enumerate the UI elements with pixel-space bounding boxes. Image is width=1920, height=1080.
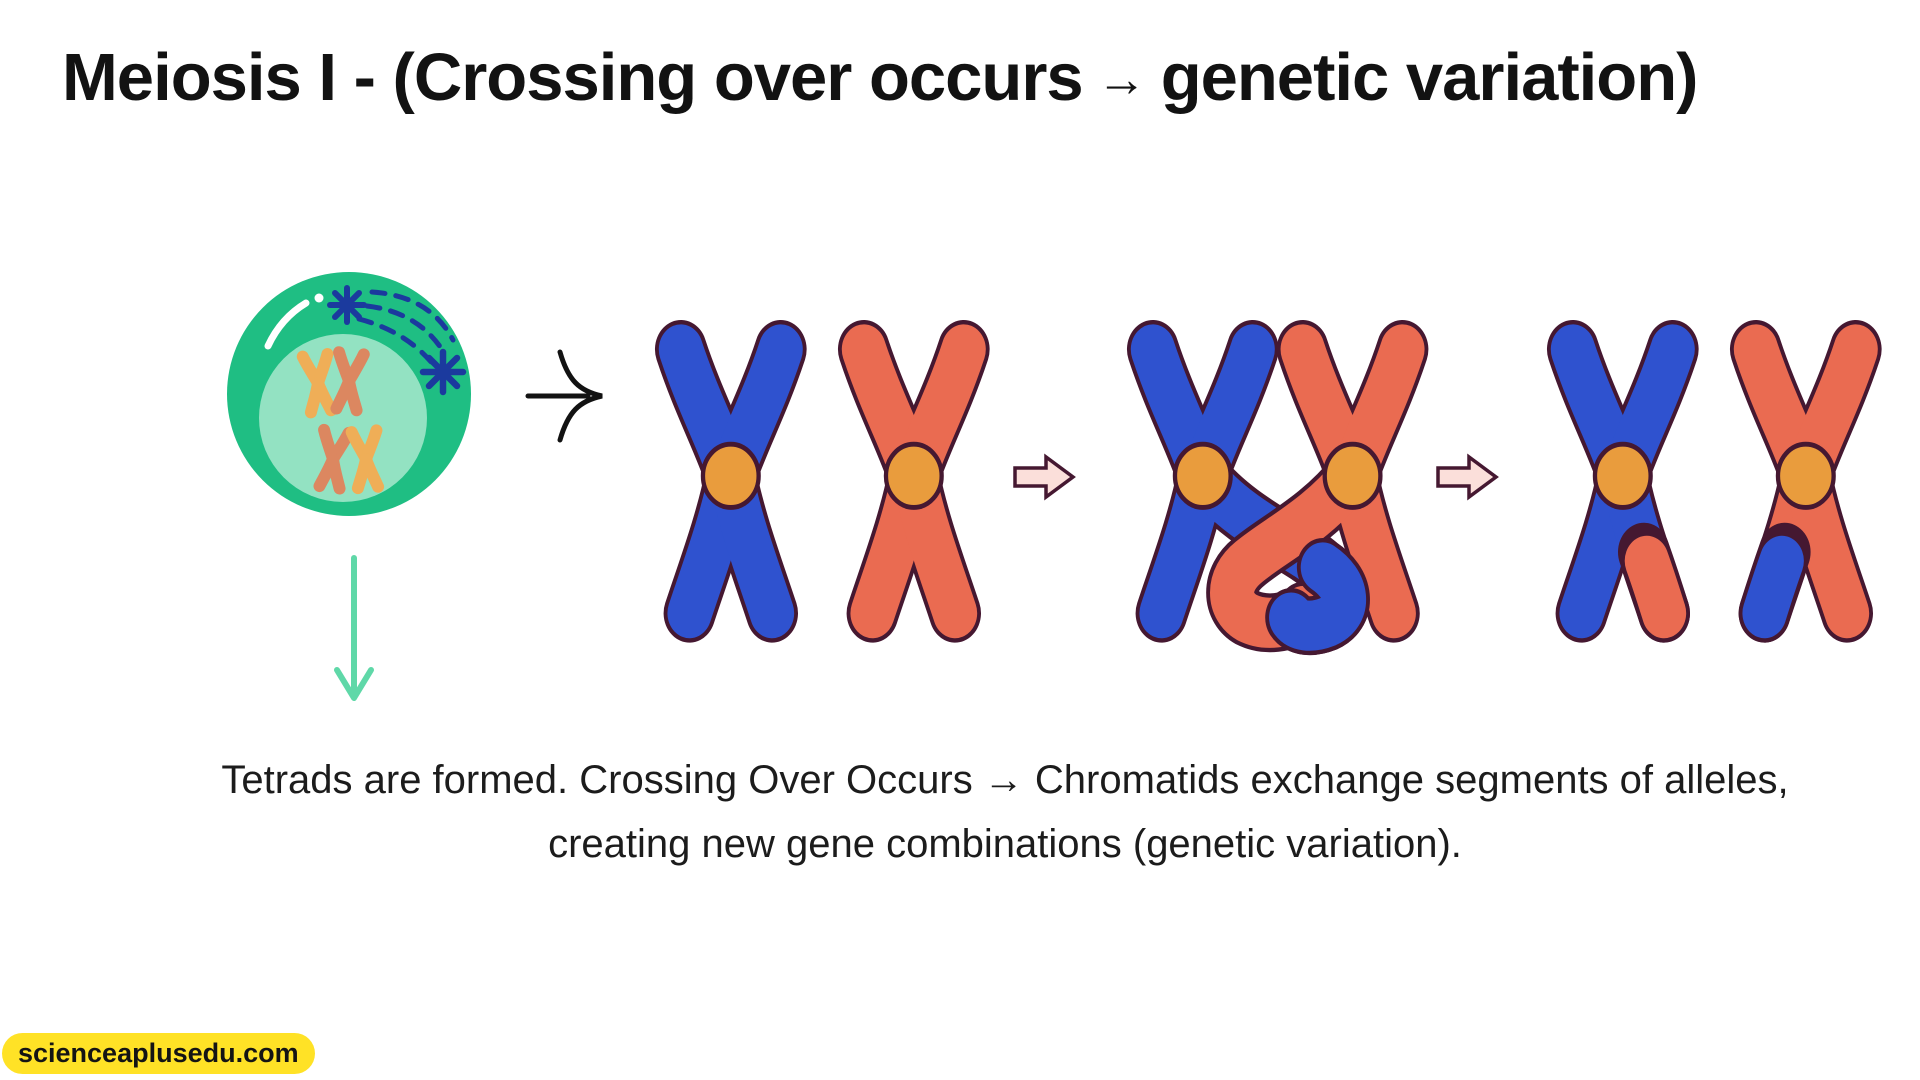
spindle-icon xyxy=(327,285,467,396)
pink-arrow-icon xyxy=(1436,453,1499,501)
down-arrow-icon xyxy=(334,555,374,701)
spindle-fibers xyxy=(356,289,456,366)
red-centromere xyxy=(1322,441,1383,510)
cell-highlight xyxy=(264,299,310,350)
cell-nucleus xyxy=(259,334,427,502)
blue-chromosome xyxy=(681,349,781,613)
tetrad-stage xyxy=(681,349,964,613)
caption: Tetrads are formed. Crossing Over Occurs… xyxy=(90,748,1920,876)
spindle-aster-right xyxy=(419,348,467,396)
transition-arrow-icon xyxy=(525,349,603,443)
exchanged-red-segment xyxy=(1618,522,1691,643)
recombined-stage xyxy=(1573,349,1856,643)
page-title: Meiosis I - (Crossing over occurs→geneti… xyxy=(62,40,1699,119)
caption-line-1: Tetrads are formed. Crossing Over Occurs… xyxy=(221,758,1789,802)
red-chromosome xyxy=(864,349,964,613)
watermark-badge: scienceaplusedu.com xyxy=(2,1033,315,1074)
cell-illustration xyxy=(227,272,471,516)
caption-line-2: creating new gene combinations (genetic … xyxy=(548,822,1462,866)
chiasma-interlock xyxy=(1265,537,1370,656)
watermark-text: scienceaplusedu.com xyxy=(18,1038,299,1068)
blue-chromosome-recombined xyxy=(1573,349,1691,643)
title-text-pre: Meiosis I - (Crossing over occurs xyxy=(62,40,1084,115)
exchanged-blue-segment xyxy=(1738,522,1811,643)
title-arrow-glyph: → xyxy=(1096,51,1147,107)
pink-arrow-icon xyxy=(1013,453,1076,501)
cell-highlight-dot xyxy=(314,293,324,303)
red-chromosome-recombined xyxy=(1738,349,1856,643)
crossing-over-stage xyxy=(1126,319,1429,656)
spindle-aster-left xyxy=(327,285,367,325)
title-text-post: genetic variation) xyxy=(1160,40,1699,115)
blue-centromere xyxy=(1172,441,1233,510)
